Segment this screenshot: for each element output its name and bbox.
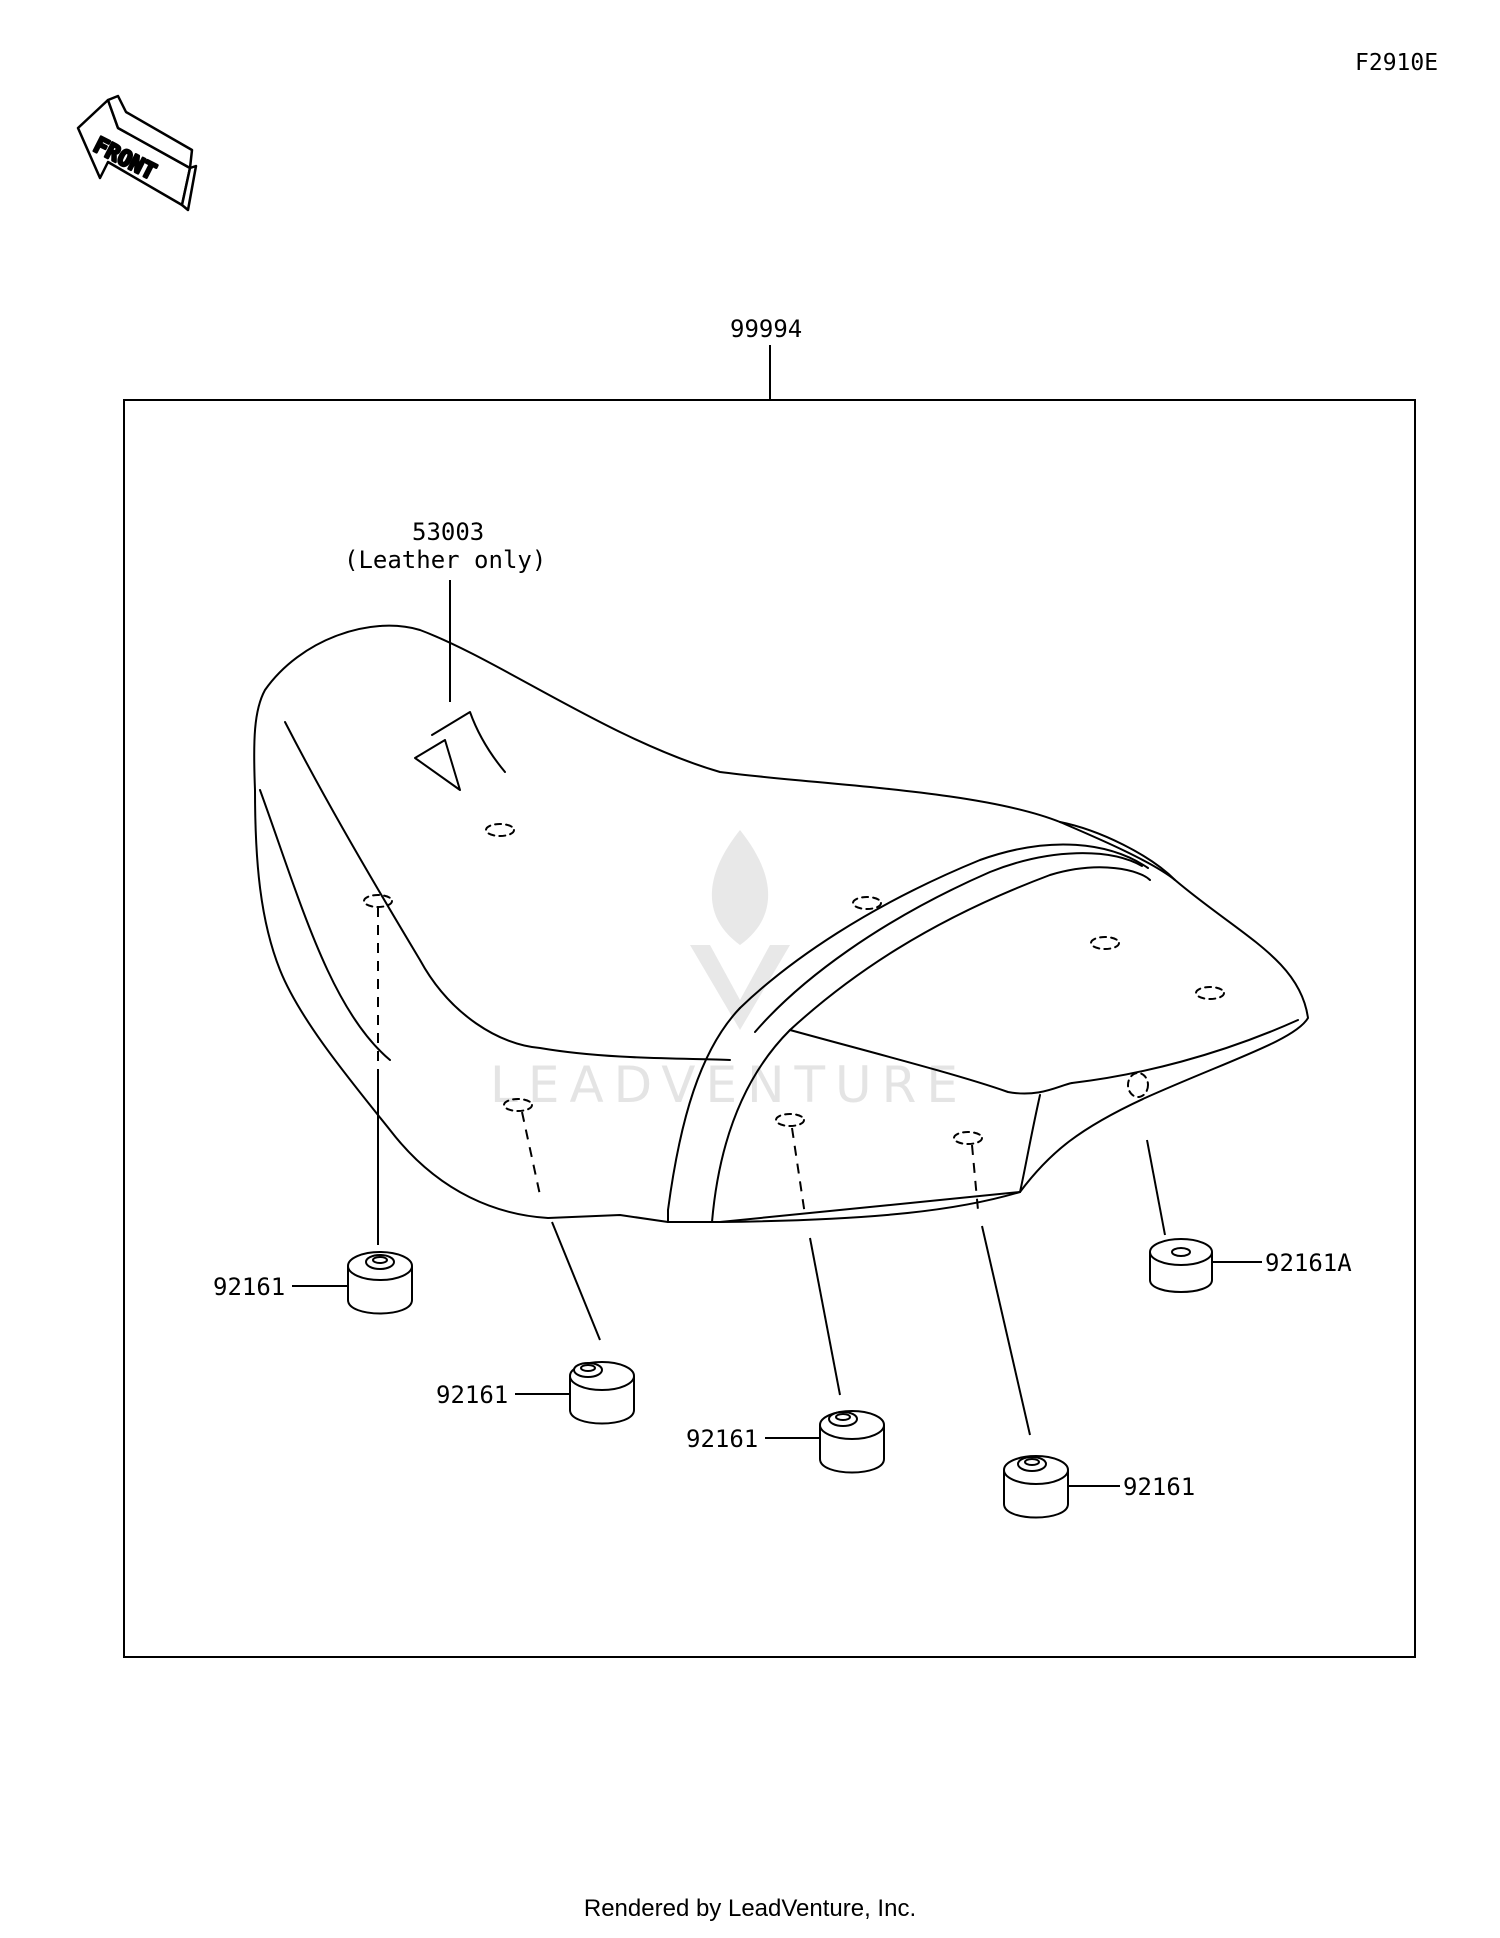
part-number-92161-d: 92161 [1123,1473,1195,1501]
part-number-53003: 53003 [412,518,484,546]
callout-lines [292,1262,1262,1486]
footer-credit: Rendered by LeadVenture, Inc. [583,1895,917,1922]
part-number-92161-c: 92161 [686,1425,758,1453]
rubber-stopper-icon [348,1252,412,1314]
rubber-stopper-icon [820,1411,884,1473]
leadventure-watermark: LEADVENTURE [490,830,968,1114]
rubber-stopper-icon [570,1362,634,1424]
part-note-leather-only: (Leather only) [344,546,546,574]
assembly-box [124,400,1415,1657]
rubber-stopper-icon [1004,1456,1068,1518]
part-number-92161A: 92161A [1265,1249,1352,1277]
rubber-stopper-a-icon [1150,1239,1212,1292]
part-number-92161-a: 92161 [213,1273,285,1301]
figure-code: F2910E [1355,50,1438,76]
seat-icon [254,626,1308,1222]
assembly-label: 99994 [730,315,802,343]
watermark-text: LEADVENTURE [490,1056,968,1114]
part-number-92161-b: 92161 [436,1381,508,1409]
leader-lines [378,580,1165,1435]
front-arrow-icon: FRONT [78,96,196,210]
